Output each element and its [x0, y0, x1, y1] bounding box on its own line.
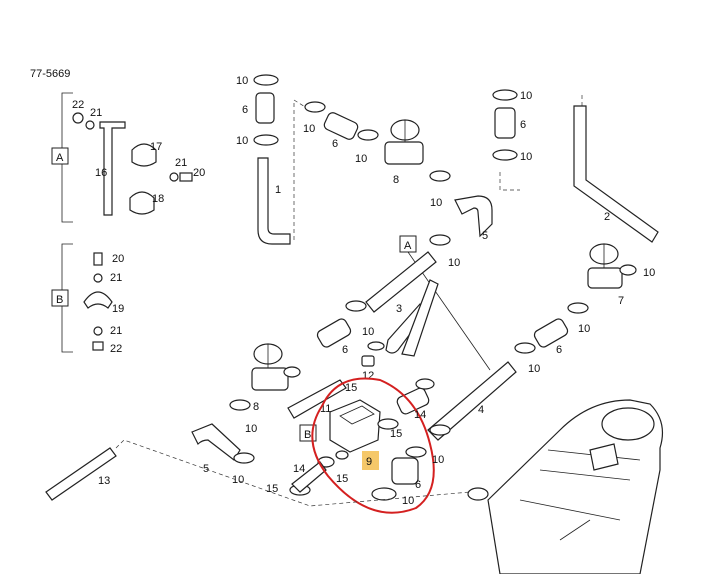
- callout-14: 14: [293, 463, 305, 475]
- hose-1-assembly: 10 6 10 1: [236, 74, 291, 245]
- callout-6: 6: [556, 344, 562, 356]
- hose-3-assembly: 10 3 10 6 12: [316, 234, 460, 382]
- callout-21: 21: [110, 325, 122, 337]
- tank-assembly: [467, 399, 663, 574]
- hose-2-assembly: 10 6 10 2: [492, 89, 659, 243]
- callout-10: 10: [232, 474, 244, 486]
- callout-10: 10: [362, 326, 374, 338]
- callout-6: 6: [342, 344, 348, 356]
- callout-5: 5: [482, 230, 488, 242]
- detail-a: A 22 21 17 16 21 20 18: [51, 92, 205, 223]
- upper-valve-assembly: 10 6 10 8 10 5: [303, 101, 493, 242]
- callout-7: 7: [618, 295, 624, 307]
- left-valve-assembly: 8 10 5 10: [191, 343, 347, 486]
- callout-10: 10: [245, 423, 257, 435]
- drawing-number: 77-5669: [30, 68, 70, 80]
- callout-8: 8: [393, 174, 399, 186]
- callout-22: 22: [110, 343, 122, 355]
- part-9-assembly: 9: [289, 377, 451, 514]
- callout-21: 21: [90, 107, 102, 119]
- callout-22: 22: [72, 99, 84, 111]
- detail-a-marker: A: [404, 240, 412, 252]
- callout-10: 10: [448, 257, 460, 269]
- callout-21: 21: [110, 272, 122, 284]
- callout-10: 10: [430, 197, 442, 209]
- callout-20: 20: [112, 253, 124, 265]
- detail-a-label: A: [56, 152, 64, 164]
- part-9-label: 9: [366, 456, 372, 468]
- callout-12: 12: [362, 370, 374, 382]
- callout-10: 10: [303, 123, 315, 135]
- callout-10: 10: [432, 454, 444, 466]
- callout-20: 20: [193, 167, 205, 179]
- callout-6: 6: [520, 119, 526, 131]
- part-9-highlight: [362, 451, 379, 470]
- right-valve-assembly: 7 10 10 6 10: [514, 243, 655, 375]
- callout-2: 2: [604, 211, 610, 223]
- hose-13-assembly: 13: [45, 439, 471, 507]
- callout-15: 15: [390, 428, 402, 440]
- callout-8: 8: [253, 401, 259, 413]
- callout-15: 15: [345, 382, 357, 394]
- callout-10: 10: [528, 363, 540, 375]
- callout-6: 6: [415, 479, 421, 491]
- callout-10: 10: [520, 151, 532, 163]
- callout-13: 13: [98, 475, 110, 487]
- callout-1: 1: [275, 184, 281, 196]
- highlight-circle: [311, 377, 435, 514]
- callout-21: 21: [175, 157, 187, 169]
- callout-6: 6: [242, 104, 248, 116]
- callout-19: 19: [112, 303, 124, 315]
- detail-b-marker: B: [304, 429, 311, 441]
- callout-10: 10: [236, 75, 248, 87]
- callout-10: 10: [520, 90, 532, 102]
- callout-3: 3: [396, 303, 402, 315]
- callout-15: 15: [336, 473, 348, 485]
- callout-4: 4: [478, 404, 484, 416]
- callout-10: 10: [355, 153, 367, 165]
- callout-17: 17: [150, 141, 162, 153]
- detail-b: B 20 21 19 21 22: [51, 243, 124, 355]
- callout-18: 18: [152, 193, 164, 205]
- callout-10: 10: [643, 267, 655, 279]
- callout-15: 15: [266, 483, 278, 495]
- callout-10: 10: [236, 135, 248, 147]
- callout-16: 16: [95, 167, 107, 179]
- detail-b-label: B: [56, 294, 63, 306]
- callout-11: 11: [320, 403, 331, 415]
- callout-14: 14: [414, 409, 426, 421]
- callout-6: 6: [332, 138, 338, 150]
- callout-10: 10: [578, 323, 590, 335]
